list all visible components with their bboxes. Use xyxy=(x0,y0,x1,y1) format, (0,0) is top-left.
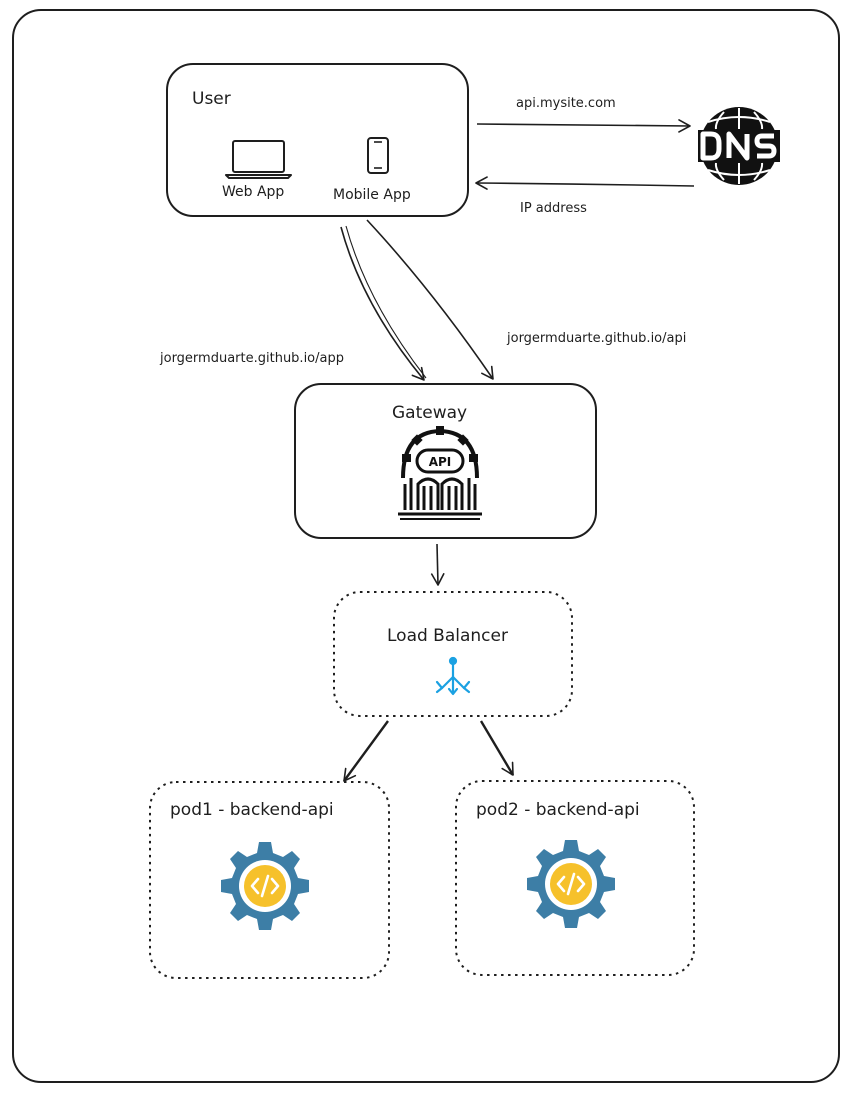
load-balancer-icon xyxy=(435,656,471,696)
web-app-label: Web App xyxy=(222,184,284,200)
user-box: User Web App Mobile App xyxy=(166,63,469,217)
load-balancer-title: Load Balancer xyxy=(387,626,508,646)
gateway-to-lb-arrow xyxy=(430,543,445,586)
route-api-label: jorgermduarte.github.io/api xyxy=(506,331,686,346)
lb-to-pod2-arrow xyxy=(479,720,515,776)
mobile-app-label: Mobile App xyxy=(333,187,411,203)
pod2-title: pod2 - backend-api xyxy=(476,800,640,820)
laptop-icon xyxy=(225,140,292,179)
pod1-title: pod1 - backend-api xyxy=(170,800,334,820)
gateway-box: Gateway API xyxy=(294,383,597,539)
dns-response-label: IP address xyxy=(520,201,587,216)
outer-frame xyxy=(12,9,840,1083)
dns-request-label: api.mysite.com xyxy=(516,96,616,111)
pod1-box: pod1 - backend-api xyxy=(149,781,390,979)
api-gate-icon: API xyxy=(398,426,482,520)
route-app-arrow-sketch xyxy=(345,225,427,379)
load-balancer-box: Load Balancer xyxy=(333,591,573,717)
dns-response-arrow xyxy=(475,176,695,190)
dns-request-arrow xyxy=(476,119,691,133)
dns-globe-icon xyxy=(698,107,780,185)
pod2-code-gear-icon xyxy=(525,838,617,930)
pod2-box: pod2 - backend-api xyxy=(455,780,695,976)
route-api-arrow xyxy=(366,219,494,380)
api-gate-label: API xyxy=(429,455,452,469)
lb-to-pod1-arrow xyxy=(343,720,389,782)
route-app-arrow xyxy=(340,226,425,381)
route-app-label: jorgermduarte.github.io/app xyxy=(159,351,344,366)
gateway-title: Gateway xyxy=(392,403,467,423)
user-title: User xyxy=(192,89,231,109)
mobile-phone-icon xyxy=(367,137,389,174)
pod1-code-gear-icon xyxy=(219,840,311,932)
